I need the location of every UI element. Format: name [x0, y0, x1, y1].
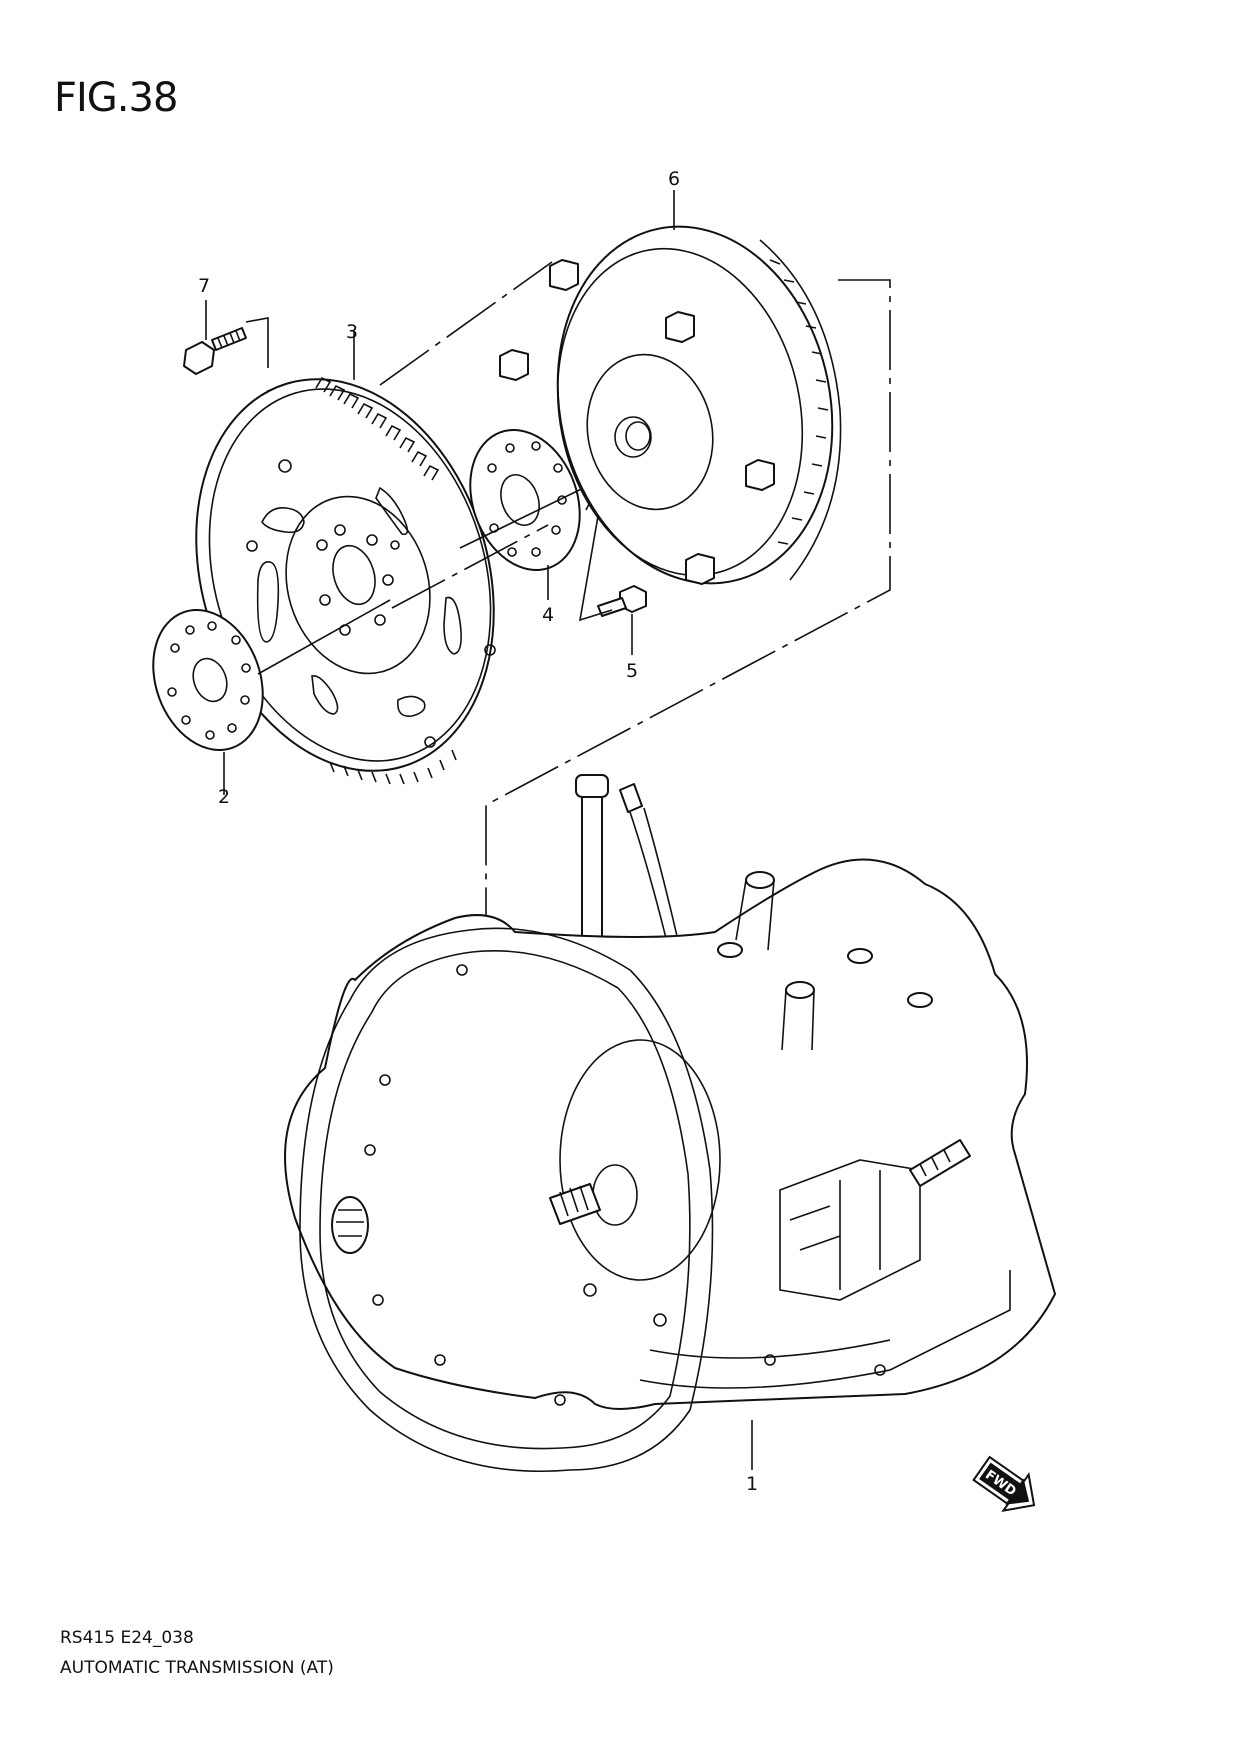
figure-title: FIG.38 [54, 75, 178, 121]
transmission-1-icon [284, 774, 1056, 1473]
callout-5: 5 [626, 660, 639, 682]
callout-4: 4 [542, 604, 555, 626]
fwd-arrow-icon: FWD [972, 1455, 1036, 1513]
plate-4-icon [469, 429, 581, 571]
callout-6: 6 [668, 168, 681, 190]
diagram-name: AUTOMATIC TRANSMISSION (AT) [60, 1658, 334, 1678]
spacer-plate-2-icon [152, 609, 264, 751]
callout-7: 7 [198, 275, 211, 297]
diagram-code: RS415 E24_038 [60, 1628, 194, 1648]
drive-plate-3-icon [195, 376, 496, 785]
callout-1: 1 [746, 1473, 759, 1495]
bolt-7-icon [183, 327, 247, 375]
torque-converter-6-icon [499, 225, 842, 585]
callout-2: 2 [218, 786, 231, 808]
callout-3: 3 [346, 321, 359, 343]
